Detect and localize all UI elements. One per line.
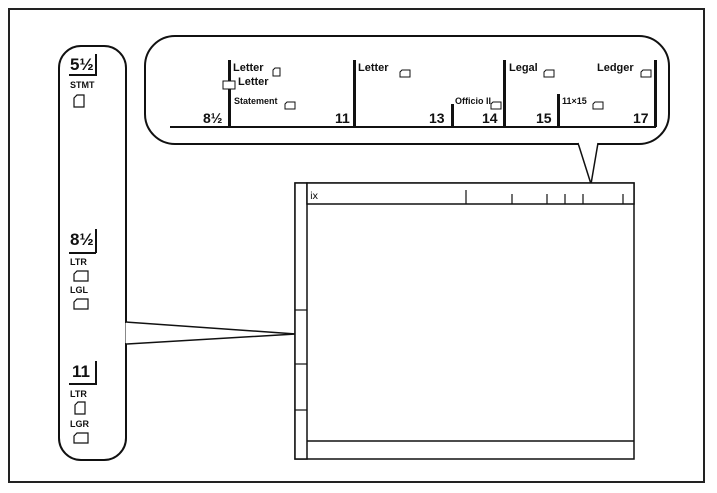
landscape-page-icon — [73, 269, 89, 282]
portrait-page-icon — [73, 94, 85, 108]
h-label-officio: Officio II — [455, 96, 491, 106]
h-rule-17 — [654, 60, 657, 127]
h-label-legal: Legal — [509, 62, 538, 74]
landscape-page-icon — [543, 65, 555, 78]
v-number-11: 11 — [72, 362, 90, 381]
platen-glass — [294, 182, 635, 460]
top-ruler-strip — [306, 182, 635, 205]
vertical-pointer — [125, 321, 297, 345]
landscape-page-icon — [399, 65, 411, 78]
h-rule-8-half — [228, 60, 231, 127]
h-rule-15 — [557, 94, 560, 127]
portrait-page-icon — [74, 401, 86, 415]
landscape-page-icon — [73, 297, 89, 310]
portrait-page-icon — [272, 64, 281, 77]
h-rule-14 — [503, 60, 506, 127]
h-rule-13 — [451, 104, 454, 127]
left-ruler-strip — [294, 182, 308, 460]
h-number-8-half: 8½ — [203, 110, 223, 126]
v-label-ltr-2: LTR — [70, 389, 87, 399]
landscape-page-icon — [284, 97, 296, 110]
h-number-11: 11 — [335, 110, 350, 126]
horizontal-pointer — [577, 142, 599, 185]
h-number-13: 13 — [429, 110, 445, 126]
landscape-page-icon — [222, 77, 236, 90]
h-label-statement: Statement — [234, 96, 278, 106]
h-label-11x15: 11×15 — [562, 96, 587, 106]
origin-mark-icon: ⅸ — [310, 191, 318, 202]
landscape-page-icon — [73, 431, 89, 444]
landscape-page-icon — [490, 97, 502, 110]
v-rule-5-half — [69, 74, 96, 76]
h-number-17: 17 — [633, 110, 649, 126]
horizontal-scale-bubble — [144, 35, 670, 145]
h-scale-baseline — [170, 126, 656, 128]
h-number-14: 14 — [482, 110, 498, 126]
h-label-letter-b: Letter — [238, 76, 269, 88]
landscape-page-icon — [640, 65, 652, 78]
v-label-lgr: LGR — [70, 419, 89, 429]
h-label-letter-a: Letter — [233, 62, 264, 74]
v-label-stmt: STMT — [70, 80, 95, 90]
h-rule-11 — [353, 60, 356, 127]
v-label-lgl: LGL — [70, 285, 88, 295]
v-label-ltr-1: LTR — [70, 257, 87, 267]
h-label-letter-c: Letter — [358, 62, 389, 74]
landscape-page-icon — [592, 97, 604, 110]
v-number-5-half: 5½ — [70, 55, 94, 74]
h-label-ledger: Ledger — [597, 62, 634, 74]
h-number-15: 15 — [536, 110, 552, 126]
v-number-8-half: 8½ — [70, 230, 94, 249]
